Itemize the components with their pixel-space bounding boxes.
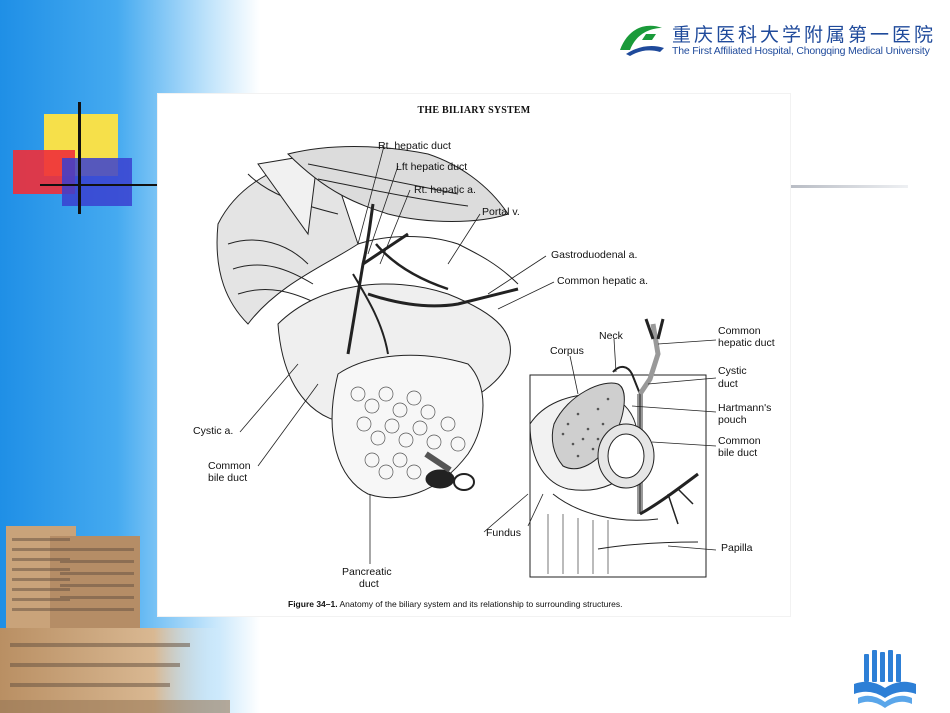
label-pancreatic-duct-2: duct xyxy=(359,578,379,590)
label-common-bile-duct-right-1: Common xyxy=(718,435,761,447)
label-gastroduodenal-artery: Gastroduodenal a. xyxy=(551,249,638,261)
label-cystic-artery: Cystic a. xyxy=(193,425,234,437)
label-hartmanns-pouch-1: Hartmann's xyxy=(718,402,772,414)
deco-vertical-line xyxy=(78,102,81,214)
label-lft-hepatic-duct: Lft hepatic duct xyxy=(396,161,468,173)
hospital-logo-icon xyxy=(620,25,664,56)
caption-text: Anatomy of the biliary system and its re… xyxy=(337,599,623,609)
figure-caption: Figure 34–1. Anatomy of the biliary syst… xyxy=(288,599,623,609)
book-icon xyxy=(854,650,916,708)
label-neck: Neck xyxy=(599,330,623,342)
label-hartmanns-pouch-2: pouch xyxy=(718,414,747,426)
anatomy-illustration xyxy=(216,145,717,578)
deco-horizontal-line xyxy=(40,184,160,186)
figure-title: THE BILIARY SYSTEM xyxy=(417,105,531,116)
building-photo xyxy=(0,526,230,713)
label-common-hepatic-artery: Common hepatic a. xyxy=(557,275,649,287)
label-common-bile-duct-left-1: Common xyxy=(208,460,251,472)
label-common-bile-duct-right-2: bile duct xyxy=(718,447,758,459)
label-fundus: Fundus xyxy=(486,527,522,539)
label-rt-hepatic-artery: Rt. hepatic a. xyxy=(414,184,476,196)
label-papilla: Papilla xyxy=(721,542,753,554)
hospital-logo: 重庆医科大学附属第一医院 The First Affiliated Hospit… xyxy=(616,18,936,62)
label-portal-vein: Portal v. xyxy=(482,206,520,218)
label-pancreatic-duct-1: Pancreatic xyxy=(342,566,392,578)
deco-blue-square xyxy=(62,158,132,206)
title-rule xyxy=(790,185,908,188)
hospital-name-en: The First Affiliated Hospital, Chongqing… xyxy=(672,45,930,57)
caption-number: Figure 34–1. xyxy=(288,599,338,609)
hospital-name-cn: 重庆医科大学附属第一医院 xyxy=(672,24,937,46)
label-cystic-duct-2: duct xyxy=(718,378,738,390)
label-rt-hepatic-duct: Rt. hepatic duct xyxy=(378,140,451,152)
label-cystic-duct-1: Cystic xyxy=(718,365,747,377)
label-common-bile-duct-left-2: bile duct xyxy=(208,472,248,484)
label-common-hepatic-duct-1: Common xyxy=(718,325,761,337)
biliary-figure: THE BILIARY SYSTEM xyxy=(158,94,790,616)
label-common-hepatic-duct-2: hepatic duct xyxy=(718,337,775,349)
label-corpus: Corpus xyxy=(550,345,584,357)
